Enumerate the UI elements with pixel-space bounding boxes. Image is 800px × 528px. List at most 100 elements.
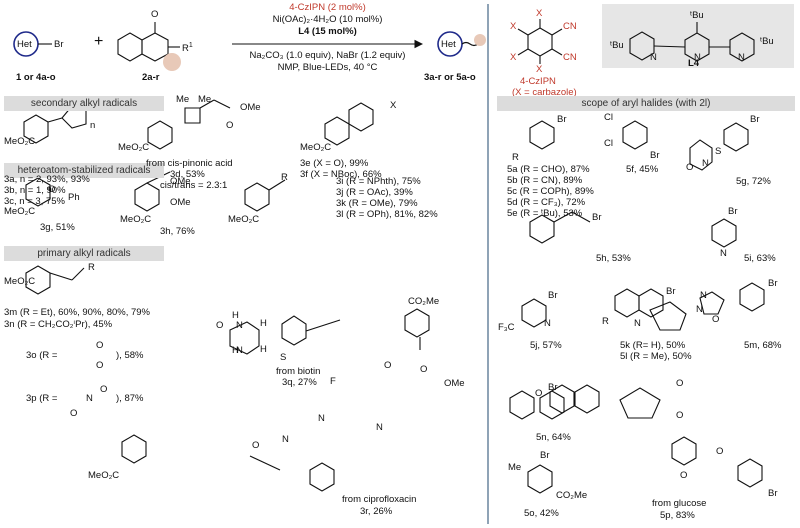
me-5o: Me [508, 462, 522, 473]
meo2c-3r: MeO₂C [88, 470, 120, 481]
entry-3b: 3b, n = 1, 90% [4, 185, 66, 196]
cl-5f-1: Cl [604, 112, 613, 123]
entry-5m: 5m, 68% [744, 340, 782, 351]
het-label-product: Het [441, 39, 456, 50]
n-3r-3: N [282, 434, 289, 445]
ome-3h-1: OMe [170, 176, 191, 187]
h-3q-4: H [260, 344, 267, 355]
meo2c-3h: MeO₂C [120, 214, 152, 225]
br-5j: Br [548, 290, 558, 301]
ligand-box [602, 4, 794, 68]
br-5n: Br [548, 382, 558, 393]
br-5f: Br [650, 150, 660, 161]
n-3q-2: N [236, 345, 243, 356]
r-5k: R [602, 316, 609, 327]
n-5k: N [634, 318, 641, 329]
plus-sign: + [94, 33, 104, 50]
condition-ligand: L4 (15 mol%) [298, 26, 357, 37]
o-3g: O [48, 184, 56, 195]
condition-photocatalyst: 4-CzIPN (2 mol%) [289, 2, 366, 13]
o-5n: O [535, 388, 543, 399]
o-3q: O [216, 320, 224, 331]
aryl-skeletons-left [23, 99, 600, 492]
meo2c-3m: MeO₂C [4, 276, 36, 287]
section-aryl: scope of aryl halides (with 2l) [497, 96, 795, 111]
czipn-cn1: CN [563, 21, 577, 32]
meo2c-3d: MeO₂C [118, 142, 150, 153]
entry-5o: 5o, 42% [524, 508, 559, 519]
ligand-ring-3 [729, 32, 755, 62]
source-3q: from biotin [276, 366, 321, 377]
o-3p-carbonyl: O [70, 408, 78, 419]
n-3p: N [86, 393, 93, 404]
czipn-cn2: CN [563, 52, 577, 63]
r-3m: R [88, 262, 95, 273]
o-5p-4: O [680, 470, 688, 481]
ph-3g: Ph [68, 192, 80, 203]
product-label: 3a-r or 5a-o [424, 72, 476, 83]
o-5m: O [712, 314, 720, 325]
entry-3r: 3r, 26% [360, 506, 393, 517]
ome-3h-2: OMe [170, 197, 191, 208]
source-5p: from glucose [652, 498, 707, 509]
o-5p-1: O [676, 378, 684, 389]
conditions-below: Na₂CO₃ (1.0 equiv), NaBr (1.2 equiv) NMP… [235, 50, 420, 74]
ligand-ring-1 [629, 31, 655, 61]
n-3r-1: N [376, 422, 383, 433]
czipn-x2: X [510, 21, 517, 32]
me-3d-2: Me [198, 94, 212, 105]
panel-divider [487, 4, 489, 524]
meo2c-3i: MeO₂C [228, 214, 260, 225]
condition-nickel: Ni(OAc)₂·4H₂O (10 mol%) [272, 14, 383, 25]
br-5a: Br [557, 114, 567, 125]
r-3i: R [281, 172, 288, 183]
o-5p-3: O [716, 446, 724, 457]
br-5i: Br [728, 206, 738, 217]
ome-3r: OMe [444, 378, 465, 389]
entry-5i: 5i, 63% [744, 253, 776, 264]
entry-3g: 3g, 51% [40, 222, 75, 233]
section-primary: primary alkyl radicals [4, 246, 164, 261]
entry-3l: 3l (R = OPh), 81%, 82% [336, 209, 438, 220]
br-5k: Br [666, 286, 676, 297]
h-3q-2: H [232, 345, 239, 356]
ligand-n2: N [694, 52, 701, 63]
entry-5b: 5b (R = CN), 89% [507, 175, 583, 186]
entry-5a: 5a (R = CHO), 87% [507, 164, 590, 175]
o-3r-2: O [420, 364, 428, 375]
condition-base: Na₂CO₃ (1.0 equiv), NaBr (1.2 equiv) [249, 50, 406, 61]
entry-5l: 5l (R = Me), 50% [620, 351, 692, 362]
meo2c-3a: MeO₂C [4, 136, 36, 147]
ligand-label: L4 [688, 58, 700, 69]
entry-5d: 5d (R = CF₃), 72% [507, 197, 586, 208]
entry-3e: 3e (X = O), 99% [300, 158, 369, 169]
n-5m-2: N [696, 304, 703, 315]
aryl-skeletons-right [509, 120, 765, 494]
entry-3o-pre: 3o (R = [26, 350, 58, 361]
czipn-ring [527, 27, 553, 57]
ligand-tbu2: ᵗBu [690, 10, 704, 21]
entry-5f: 5f, 45% [626, 164, 659, 175]
br-5g: Br [750, 114, 760, 125]
me-3d-1: Me [176, 94, 190, 105]
f-3r: F [330, 376, 336, 387]
br-5m: Br [768, 278, 778, 289]
h-3q-1: H [232, 310, 239, 321]
entry-3c: 3c, n = 3, 75% [4, 196, 65, 207]
entry-3j: 3j (R = OAc), 39% [336, 187, 413, 198]
o-3r-3: O [252, 440, 260, 451]
reactant2-label: 2a-r [142, 72, 160, 83]
o-3d: O [226, 120, 234, 131]
entry-3d: 3d, 53% [170, 169, 205, 180]
co2me-3q: CO₂Me [408, 296, 440, 307]
quinazolinone-ring [117, 32, 143, 62]
entry-5k: 5k (R= H), 50% [620, 340, 686, 351]
s-3q: S [280, 352, 287, 363]
condition-solvent: NMP, Blue-LEDs, 40 °C [277, 62, 378, 73]
ligand-n1: N [650, 52, 657, 63]
entry-3p-pre: 3p (R = [26, 393, 58, 404]
entry-3a: 3a, n = 2, 93%, 93% [4, 174, 90, 185]
section-hetero: heteroatom-stabilized radicals [4, 163, 164, 178]
meo2c-3e: MeO₂C [300, 142, 332, 153]
